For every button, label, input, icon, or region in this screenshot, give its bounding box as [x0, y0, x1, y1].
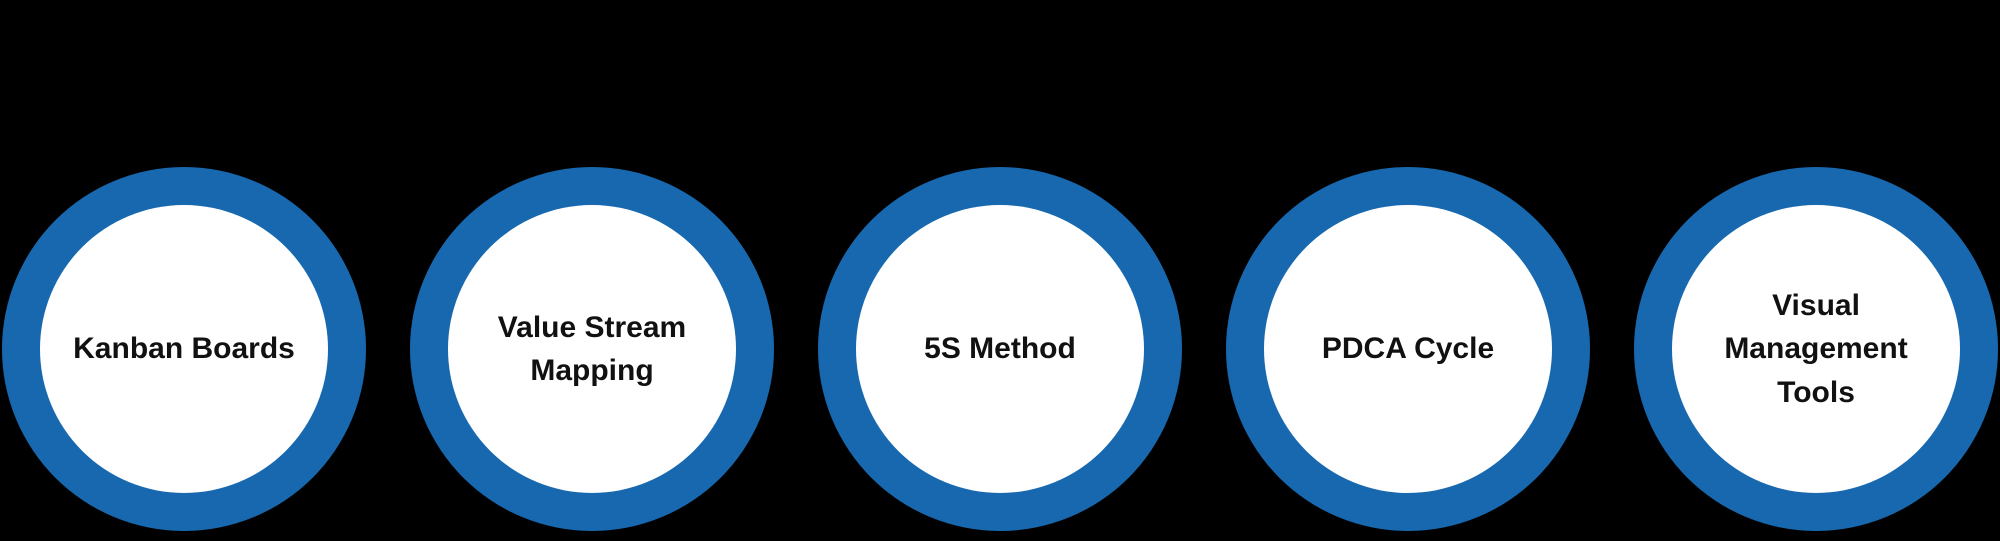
circle-node-kanban-boards: Kanban Boards: [2, 167, 366, 531]
circle-inner-visual-management-tools: Visual Management Tools: [1672, 205, 1960, 493]
circle-node-visual-management-tools: Visual Management Tools: [1634, 167, 1998, 531]
circle-label-kanban-boards: Kanban Boards: [73, 332, 295, 366]
circle-row: Kanban Boards Value Stream Mapping 5S Me…: [0, 167, 2000, 531]
circle-inner-kanban-boards: Kanban Boards: [40, 205, 328, 493]
circle-label-value-stream-mapping: Value Stream Mapping: [497, 310, 687, 388]
circle-inner-pdca-cycle: PDCA Cycle: [1264, 205, 1552, 493]
circle-inner-5s-method: 5S Method: [856, 205, 1144, 493]
circle-node-value-stream-mapping: Value Stream Mapping: [410, 167, 774, 531]
circle-node-pdca-cycle: PDCA Cycle: [1226, 167, 1590, 531]
circle-label-pdca-cycle: PDCA Cycle: [1321, 332, 1495, 366]
circle-inner-value-stream-mapping: Value Stream Mapping: [448, 205, 736, 493]
circle-node-5s-method: 5S Method: [818, 167, 1182, 531]
circle-label-5s-method: 5S Method: [924, 332, 1076, 366]
circle-label-visual-management-tools: Visual Management Tools: [1724, 288, 1908, 409]
